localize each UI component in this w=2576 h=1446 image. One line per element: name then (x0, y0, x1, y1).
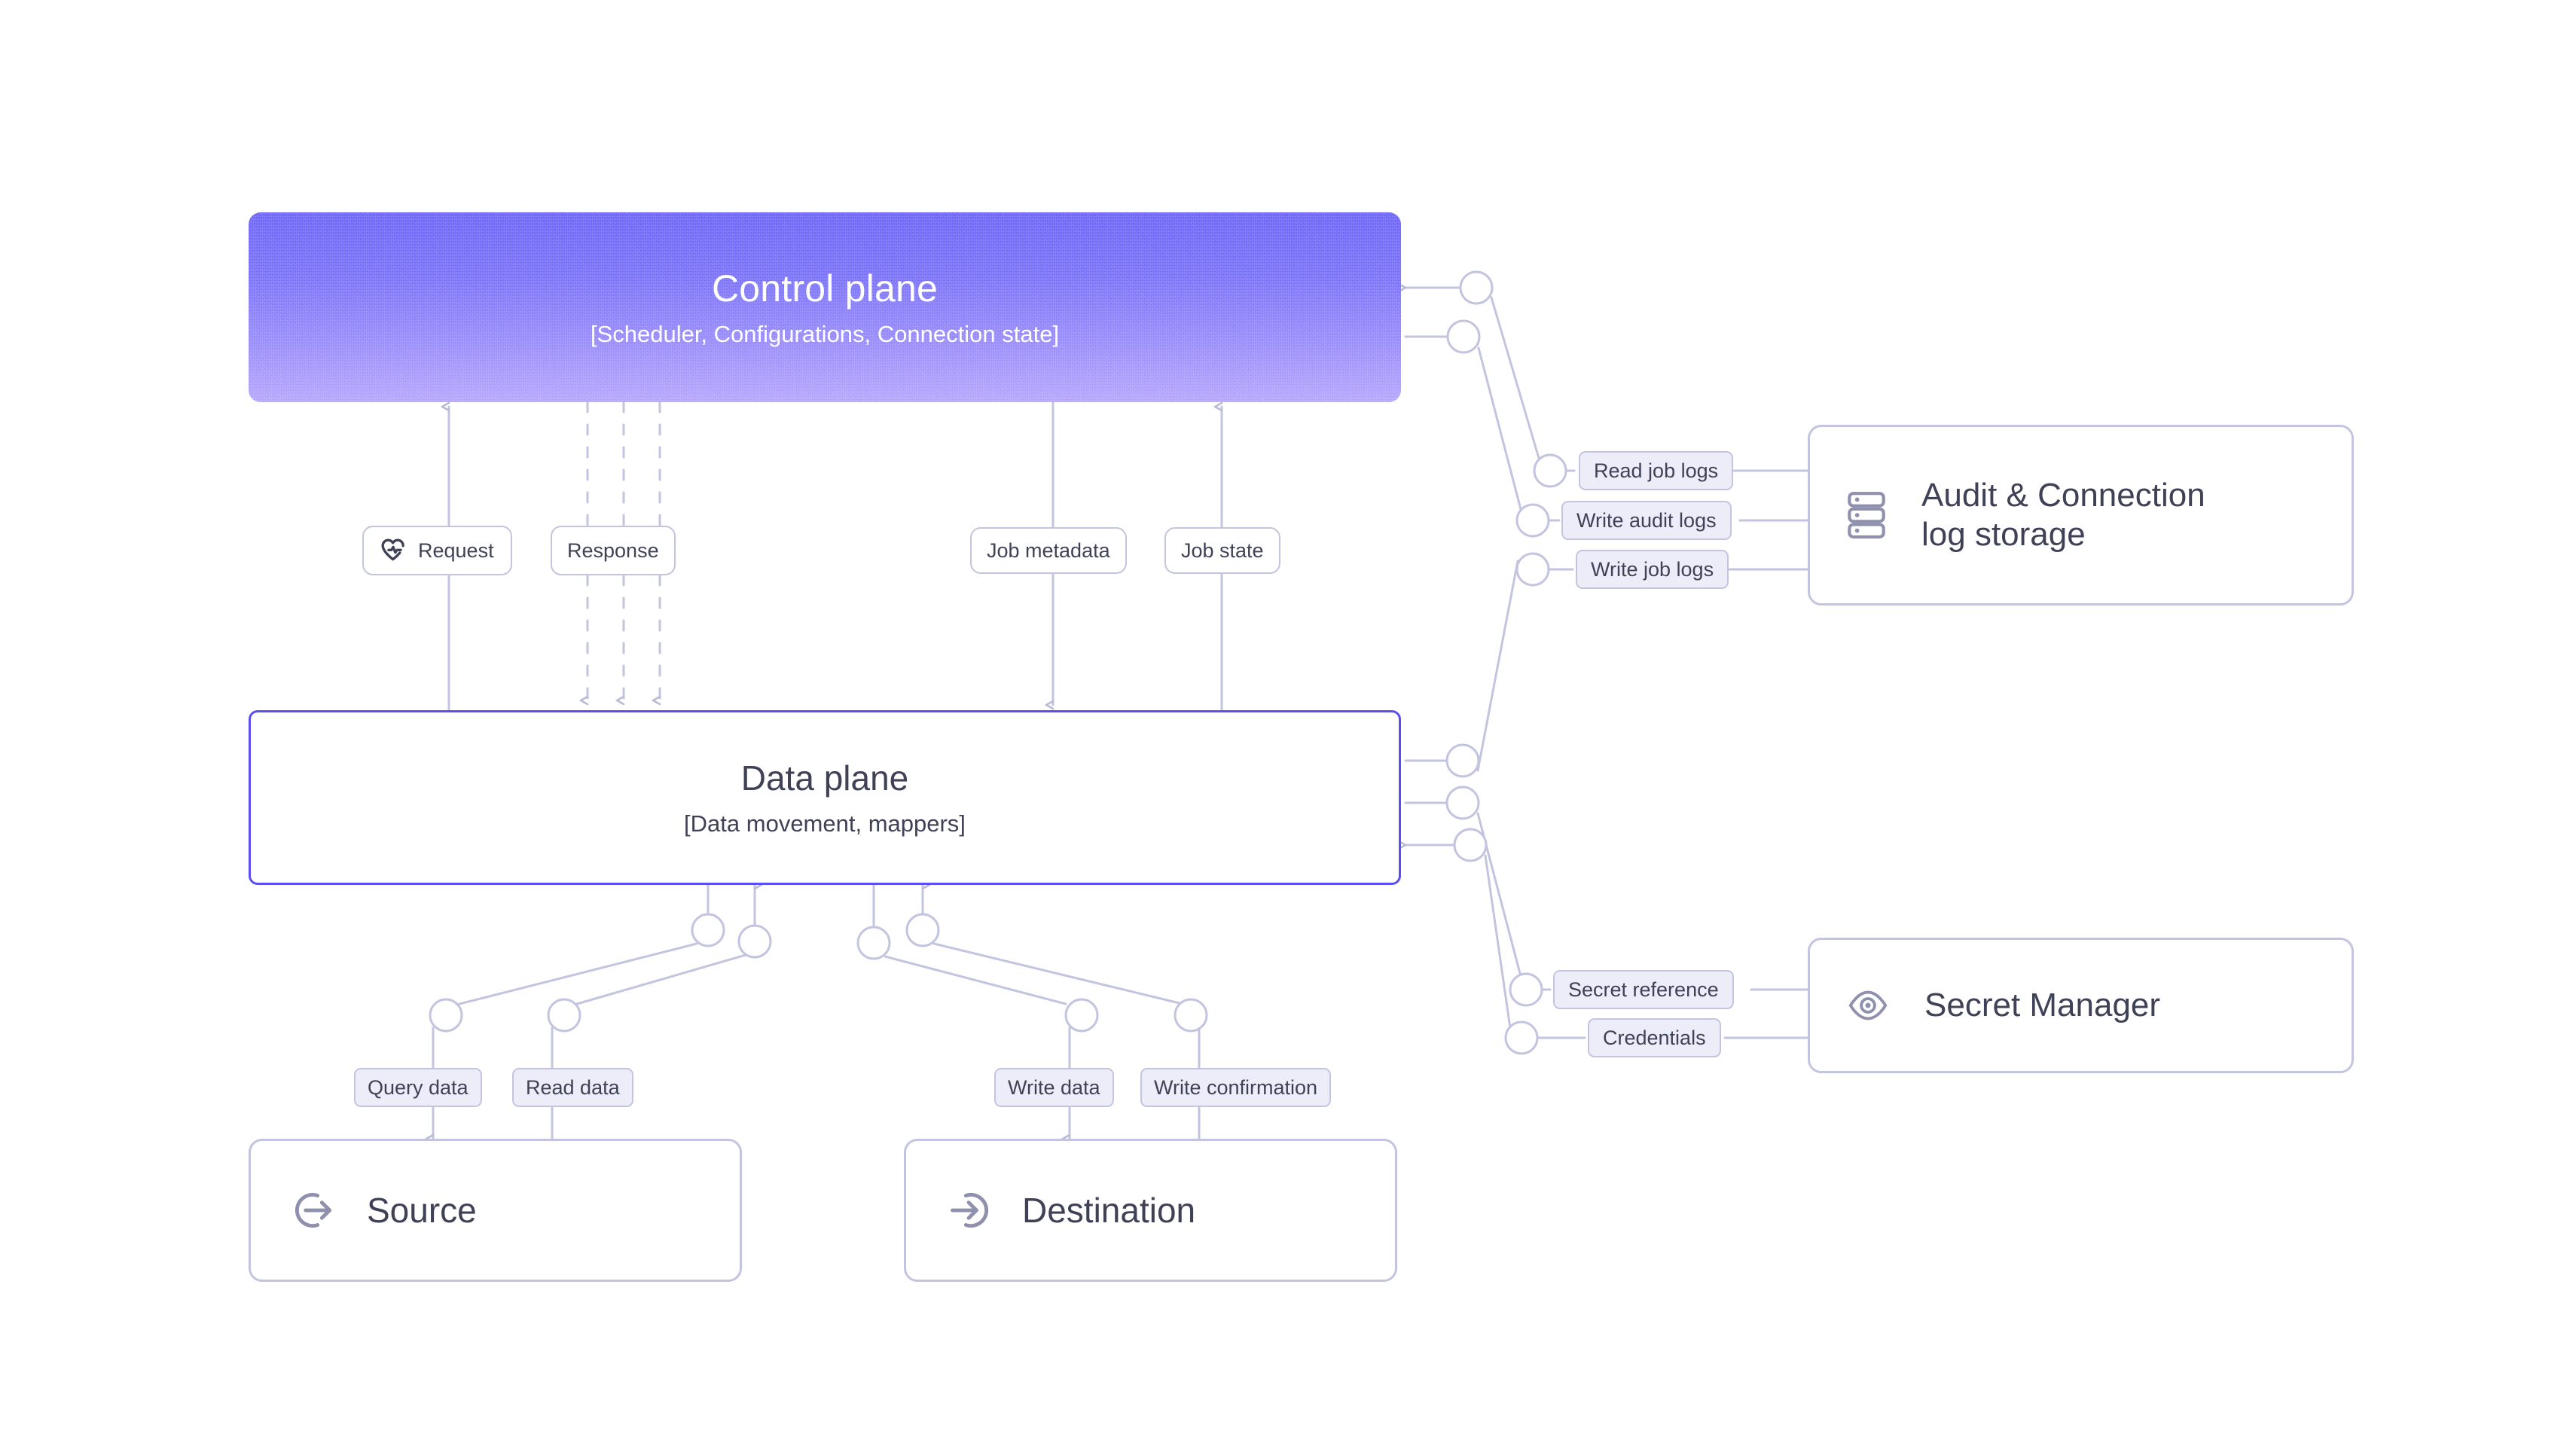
secret-manager-label: Secret Manager (1924, 987, 2161, 1024)
edge-label-write-audit-logs: Write audit logs (1561, 501, 1732, 540)
edge-label-request-text: Request (418, 538, 494, 562)
edge-label-read-data-text: Read data (526, 1075, 620, 1099)
edge-label-credentials: Credentials (1588, 1018, 1721, 1057)
control-plane-subtitle: [Scheduler, Configurations, Connection s… (590, 320, 1060, 347)
edge-label-response-text: Response (567, 538, 659, 562)
data-plane-title: Data plane (740, 758, 909, 798)
edge-label-write-job-logs: Write job logs (1576, 550, 1729, 589)
edge-label-job-metadata-text: Job metadata (987, 538, 1110, 562)
edge-label-query-data-text: Query data (368, 1075, 469, 1099)
arrow-out-of-circle-icon (291, 1188, 337, 1233)
edge-label-write-confirmation: Write confirmation (1140, 1068, 1332, 1107)
audit-log-storage-label: Audit & Connection log storage (1921, 476, 2205, 554)
control-plane-node: Control plane [Scheduler, Configurations… (249, 212, 1401, 402)
audit-log-storage-line1: Audit & Connection (1921, 477, 2205, 514)
edge-write-audit-logs (1404, 335, 1845, 520)
edge-label-secret-reference: Secret reference (1553, 970, 1734, 1009)
destination-node: Destination (904, 1139, 1397, 1282)
database-icon (1846, 490, 1887, 540)
secret-manager-node: Secret Manager (1808, 938, 2354, 1073)
edge-label-job-state-text: Job state (1181, 538, 1264, 562)
edge-label-credentials-text: Credentials (1603, 1026, 1706, 1049)
heart-pulse-icon (377, 535, 407, 566)
edge-label-write-job-logs-text: Write job logs (1591, 557, 1714, 581)
edge-label-write-data-text: Write data (1008, 1075, 1100, 1099)
source-node: Source (249, 1139, 742, 1282)
edge-label-request: Request (362, 526, 512, 575)
edge-label-write-audit-logs-text: Write audit logs (1576, 508, 1717, 532)
edge-write-job-logs (1404, 560, 1845, 772)
eye-icon (1846, 984, 1890, 1027)
edge-label-read-job-logs-text: Read job logs (1594, 459, 1719, 482)
edge-read-job-logs (1406, 288, 1845, 472)
edge-label-job-metadata: Job metadata (970, 527, 1127, 574)
audit-log-storage-line2: log storage (1921, 516, 2086, 553)
edge-label-job-state: Job state (1164, 527, 1280, 574)
arrow-into-circle-icon (947, 1188, 992, 1233)
edge-label-write-data: Write data (994, 1068, 1114, 1107)
edge-label-query-data: Query data (354, 1068, 482, 1107)
edge-label-read-data: Read data (512, 1068, 633, 1107)
edge-label-write-confirmation-text: Write confirmation (1154, 1075, 1318, 1099)
source-label: Source (367, 1190, 477, 1230)
edge-label-response: Response (551, 526, 676, 575)
edge-label-secret-reference-text: Secret reference (1568, 978, 1719, 1001)
destination-label: Destination (1022, 1190, 1196, 1230)
control-plane-title: Control plane (711, 267, 938, 310)
data-plane-subtitle: [Data movement, mappers] (684, 810, 966, 837)
data-plane-node: Data plane [Data movement, mappers] (249, 710, 1401, 885)
edge-secret-reference (1404, 801, 1845, 990)
audit-log-storage-node: Audit & Connection log storage (1808, 425, 2354, 606)
edge-label-read-job-logs: Read job logs (1579, 451, 1734, 490)
